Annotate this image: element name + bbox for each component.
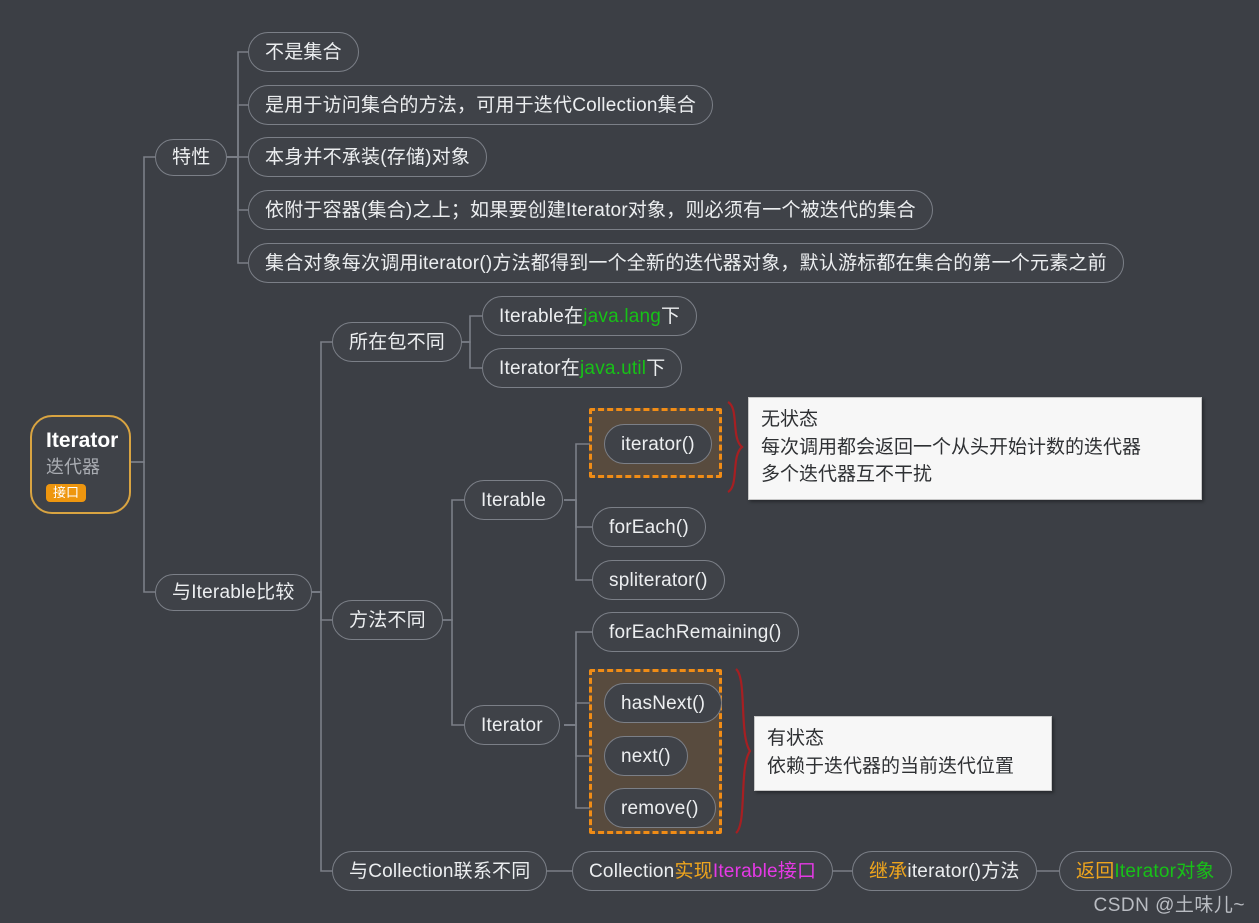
package-item-1-suffix: 下 [646, 357, 666, 379]
feature-node-3[interactable]: 依附于容器(集合)之上；如果要创建Iterator对象，则必须有一个被迭代的集合 [248, 190, 933, 230]
collection-chain-1-target: iterator()方法 [907, 860, 1020, 882]
branch-features-label: 特性 [172, 147, 211, 168]
method-iterator[interactable]: iterator() [604, 424, 712, 464]
feature-label-3: 依附于容器(集合)之上；如果要创建Iterator对象，则必须有一个被迭代的集合 [265, 199, 916, 221]
collection-chain-0-verb: 实现 [674, 860, 713, 882]
root-title: Iterator [46, 429, 119, 452]
callout-stateless-line-0: 无状态 [761, 409, 819, 430]
feature-node-4[interactable]: 集合对象每次调用iterator()方法都得到一个全新的迭代器对象，默认游标都在… [248, 243, 1124, 283]
package-item-1-package: java.util [580, 357, 647, 379]
brace-bottom [735, 668, 752, 834]
callout-stateless-line-1: 每次调用都会返回一个从头开始计数的迭代器 [761, 436, 1142, 458]
method-hasnext-label: hasNext() [621, 692, 706, 714]
feature-node-2[interactable]: 本身并不承装(存储)对象 [248, 137, 488, 177]
package-item-1-prefix: Iterator在 [499, 357, 580, 379]
method-remove-label: remove() [621, 797, 699, 819]
branch-features[interactable]: 特性 [155, 139, 228, 176]
node-iterable[interactable]: Iterable [464, 480, 563, 520]
feature-label-0: 不是集合 [265, 41, 342, 63]
branch-methods-diff[interactable]: 方法不同 [332, 600, 443, 640]
method-foreachremaining-label: forEachRemaining() [609, 621, 782, 643]
method-foreach-label: forEach() [609, 516, 689, 538]
method-remove[interactable]: remove() [604, 788, 716, 828]
collection-chain-1-verb: 继承 [869, 860, 908, 882]
package-item-0-package: java.lang [583, 305, 662, 327]
feature-node-1[interactable]: 是用于访问集合的方法，可用于迭代Collection集合 [248, 85, 714, 125]
branch-compare-label: 与Iterable比较 [172, 582, 295, 603]
node-iterable-label: Iterable [481, 489, 546, 511]
branch-methods-diff-label: 方法不同 [349, 609, 426, 631]
method-next[interactable]: next() [604, 736, 688, 776]
watermark: CSDN @土味儿~ [1093, 895, 1245, 916]
collection-chain-2-verb: 返回 [1076, 860, 1115, 882]
node-iterator-label: Iterator [481, 714, 543, 736]
package-item-0-prefix: Iterable在 [499, 305, 584, 327]
branch-collection-diff-label: 与Collection联系不同 [349, 860, 531, 882]
branch-package-diff-label: 所在包不同 [349, 331, 446, 353]
node-iterator[interactable]: Iterator [464, 705, 560, 745]
method-hasnext[interactable]: hasNext() [604, 683, 723, 723]
brace-top [727, 401, 744, 493]
feature-label-4: 集合对象每次调用iterator()方法都得到一个全新的迭代器对象，默认游标都在… [265, 252, 1107, 274]
callout-stateful-line-1: 依赖于迭代器的当前迭代位置 [767, 755, 1015, 777]
callout-stateless-line-2: 多个迭代器互不干扰 [761, 464, 933, 486]
feature-node-0[interactable]: 不是集合 [248, 32, 359, 72]
branch-compare-iterable[interactable]: 与Iterable比较 [155, 574, 312, 611]
callout-stateless: 无状态 每次调用都会返回一个从头开始计数的迭代器 多个迭代器互不干扰 [748, 397, 1202, 500]
root-node[interactable]: Iterator 迭代器 接口 [30, 415, 131, 514]
root-subtitle: 迭代器 [46, 457, 100, 478]
callout-stateful-line-0: 有状态 [767, 728, 825, 749]
collection-chain-0-prefix: Collection [589, 860, 675, 882]
package-item-0-suffix: 下 [661, 305, 681, 327]
feature-label-2: 本身并不承装(存储)对象 [265, 146, 471, 168]
method-spliterator-label: spliterator() [609, 569, 708, 591]
root-badge: 接口 [46, 483, 87, 502]
callout-stateful: 有状态 依赖于迭代器的当前迭代位置 [754, 716, 1052, 792]
method-foreachremaining[interactable]: forEachRemaining() [592, 612, 799, 652]
collection-chain-2-target: Iterator对象 [1114, 860, 1215, 882]
feature-label-1: 是用于访问集合的方法，可用于迭代Collection集合 [265, 94, 697, 116]
branch-package-diff[interactable]: 所在包不同 [332, 322, 463, 362]
method-foreach[interactable]: forEach() [592, 507, 706, 547]
collection-chain-0-target: Iterable接口 [712, 860, 817, 882]
branch-collection-diff[interactable]: 与Collection联系不同 [332, 851, 548, 891]
method-spliterator[interactable]: spliterator() [592, 560, 725, 600]
method-iterator-label: iterator() [621, 433, 695, 455]
method-next-label: next() [621, 745, 671, 767]
